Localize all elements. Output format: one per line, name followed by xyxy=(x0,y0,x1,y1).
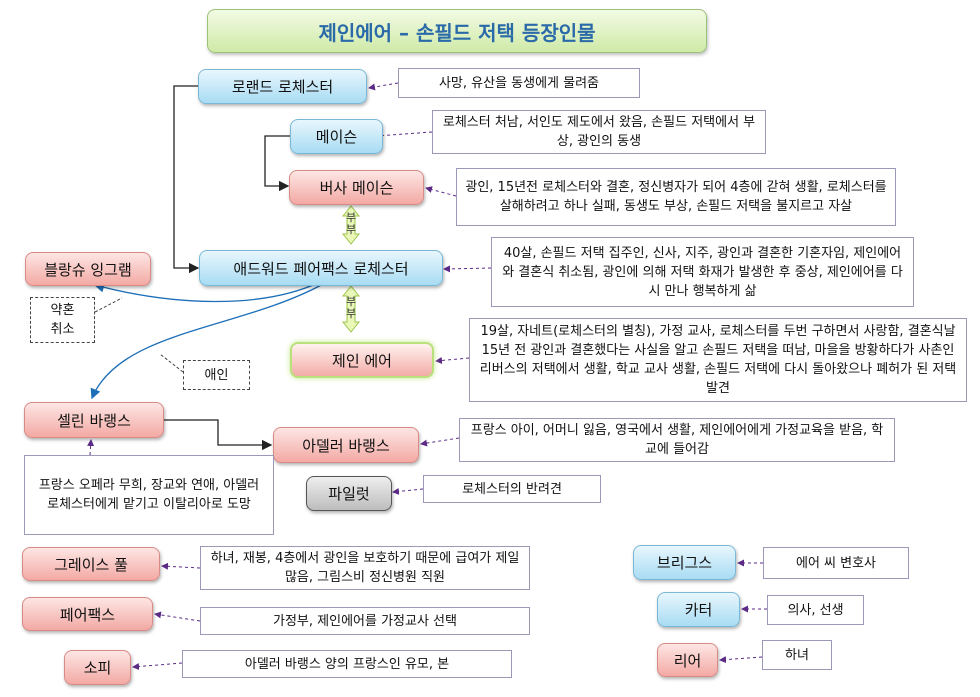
couple-arrow-1 xyxy=(341,205,361,245)
note-edward: 40살, 손필드 저택 집주인, 신사, 지주, 광인과 결혼한 기혼자임, 제… xyxy=(491,237,914,307)
page-title: 제인에어 – 손필드 저택 등장인물 xyxy=(207,9,707,53)
node-briggs[interactable]: 브리그스 xyxy=(633,545,736,580)
note-sophie: 아델러 바랭스 양의 프랑스인 유모, 본 xyxy=(182,650,512,678)
node-leah[interactable]: 리어 xyxy=(657,643,718,677)
note-carter: 의사, 선생 xyxy=(767,595,864,625)
note-roland: 사망, 유산을 동생에게 물려줌 xyxy=(398,68,640,98)
node-pilot[interactable]: 파일럿 xyxy=(306,476,392,511)
node-roland[interactable]: 로랜드 로체스터 xyxy=(198,69,367,104)
note-fairfax: 가정부, 제인에어를 가정교사 선택 xyxy=(200,607,530,635)
note-briggs: 에어 씨 변호사 xyxy=(763,547,909,579)
note-pilot: 로체스터의 반려견 xyxy=(423,475,601,503)
node-mason[interactable]: 메이슨 xyxy=(290,119,383,154)
node-adele[interactable]: 아델러 바랭스 xyxy=(273,427,419,463)
node-carter[interactable]: 카터 xyxy=(657,592,740,627)
node-jane[interactable]: 제인 에어 xyxy=(290,342,434,378)
note-jane: 19살, 자네트(로체스터의 별칭), 가정 교사, 로체스터를 두번 구하면서… xyxy=(469,318,967,402)
node-sophie[interactable]: 소피 xyxy=(64,650,131,685)
note-adele: 프랑스 아이, 어머니 잃음, 영국에서 생활, 제인에어에게 가정교육을 받음… xyxy=(459,418,895,462)
relation-couple-label-2: 부부 xyxy=(345,295,357,320)
node-edward[interactable]: 애드워드 페어팩스 로체스터 xyxy=(199,250,443,286)
note-grace: 하녀, 재봉, 4층에서 광인을 보호하기 때문에 급여가 제일 많음, 그림스… xyxy=(200,546,530,590)
note-celine: 프랑스 오페라 무희, 장교와 연애, 아델러 로체스터에게 맡기고 이탈리아로… xyxy=(24,455,274,535)
node-blanche[interactable]: 블랑슈 잉그램 xyxy=(25,252,151,286)
relation-couple-label-1: 부부 xyxy=(345,211,357,236)
node-celine[interactable]: 셀린 바랭스 xyxy=(24,402,164,438)
relation-lover-label: 애인 xyxy=(183,360,250,390)
node-bertha[interactable]: 버사 메이슨 xyxy=(289,170,424,205)
relation-cancel-label: 약혼 취소 xyxy=(30,297,95,343)
note-leah: 하녀 xyxy=(762,640,832,670)
node-fairfax[interactable]: 페어팩스 xyxy=(22,597,153,631)
note-bertha: 광인, 15년전 로체스터와 결혼, 정신병자가 되어 4층에 갇혀 생활, 로… xyxy=(456,168,896,226)
couple-arrow-2 xyxy=(341,285,361,333)
note-mason: 로체스터 처남, 서인도 제도에서 왔음, 손필드 저택에서 부상, 광인의 동… xyxy=(432,110,766,154)
node-grace[interactable]: 그레이스 풀 xyxy=(22,547,160,581)
